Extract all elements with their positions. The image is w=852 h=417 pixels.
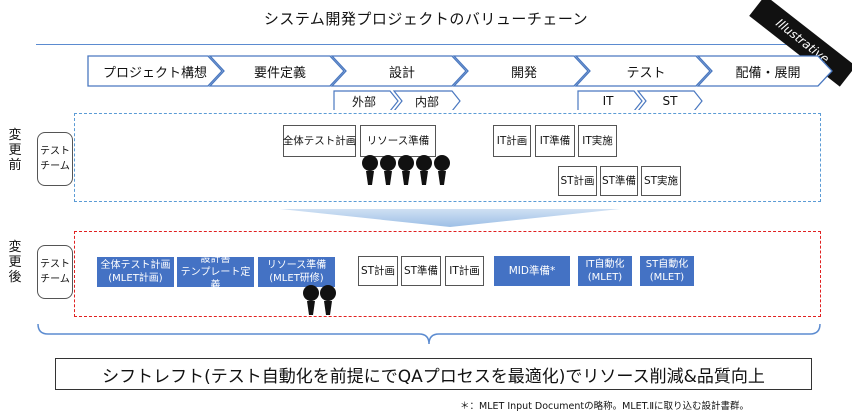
phase-chevron-4 [452, 55, 589, 87]
after-task-resource-prep: リソース準備 (MLET研修) [258, 257, 335, 287]
diagram-title: システム開発プロジェクトのバリューチェーン [263, 10, 589, 28]
subphase-label-internal: 内部 [414, 94, 439, 109]
after-team-label: テスト チーム [37, 245, 73, 299]
before-task-overall-plan: 全体テスト計画 [283, 125, 356, 157]
phase-label-concept: プロジェクト構想 [102, 65, 207, 81]
after-task-it-automation: IT自動化 (MLET) [578, 256, 632, 286]
person-icon [434, 155, 450, 185]
person-icon [320, 285, 336, 315]
phase-chevron-1 [87, 55, 223, 87]
before-task-resource-prep: リソース準備 [360, 125, 436, 157]
after-frame [74, 231, 821, 317]
subphase-chevron-it [577, 90, 643, 110]
before-task-it-prep: IT準備 [535, 125, 575, 157]
transition-arrow [280, 209, 620, 227]
phase-chevron-5 [574, 55, 711, 87]
subphase-chevron-external [333, 90, 399, 110]
person-icon [362, 155, 378, 185]
after-task-mid-prep: MID準備* [494, 256, 570, 286]
person-icon [303, 285, 319, 315]
subphase-label-st: ST [662, 94, 678, 108]
after-task-template-def: 設計書 テンプレート定義 [177, 254, 254, 291]
before-frame [74, 113, 821, 202]
phase-chevron-6 [696, 55, 833, 87]
phase-chevron-2 [208, 55, 345, 87]
before-task-it-plan: IT計画 [493, 125, 531, 157]
after-row-label: 変 更 後 [8, 240, 22, 285]
after-people-group [303, 285, 336, 315]
person-icon [398, 155, 414, 185]
footnote: ＊：MLET Input Documentの略称。MLET.Ⅱに取り込む設計書群… [460, 401, 750, 412]
after-task-it-plan: IT計画 [445, 256, 484, 286]
phase-label-requirements: 要件定義 [253, 65, 306, 81]
after-task-st-automation: ST自動化 (MLET) [640, 256, 694, 286]
subphase-chevron-st [636, 90, 703, 110]
before-team-label: テスト チーム [37, 132, 73, 186]
before-task-st-plan: ST計画 [558, 166, 597, 196]
phase-label-development: 開発 [510, 65, 537, 81]
before-row-label: 変 更 前 [8, 128, 22, 173]
phase-chevron-3 [330, 55, 467, 87]
before-task-it-exec: IT実施 [578, 125, 617, 157]
before-task-st-prep: ST準備 [600, 166, 638, 196]
after-task-st-prep: ST準備 [401, 256, 441, 286]
value-chain-chevrons [87, 55, 833, 110]
person-icon [380, 155, 396, 185]
phase-label-test: テスト [626, 65, 666, 81]
title-divider [36, 44, 816, 45]
subphase-label-it: IT [602, 94, 614, 108]
phase-label-deployment: 配備・展開 [735, 65, 801, 81]
before-people-group [362, 155, 450, 185]
conclusion-box: シフトレフト(テスト自動化を前提にでQAプロセスを最適化)でリソース削減&品質向… [55, 358, 812, 390]
before-task-st-exec: ST実施 [641, 166, 681, 196]
after-task-overall-plan: 全体テスト計画 (MLET計画) [97, 257, 174, 287]
phase-label-design: 設計 [388, 65, 415, 81]
after-task-st-plan: ST計画 [358, 256, 398, 286]
person-icon [416, 155, 432, 185]
summary-bracket [37, 323, 821, 345]
subphase-label-external: 外部 [351, 94, 376, 109]
subphase-chevron-internal [392, 90, 461, 110]
